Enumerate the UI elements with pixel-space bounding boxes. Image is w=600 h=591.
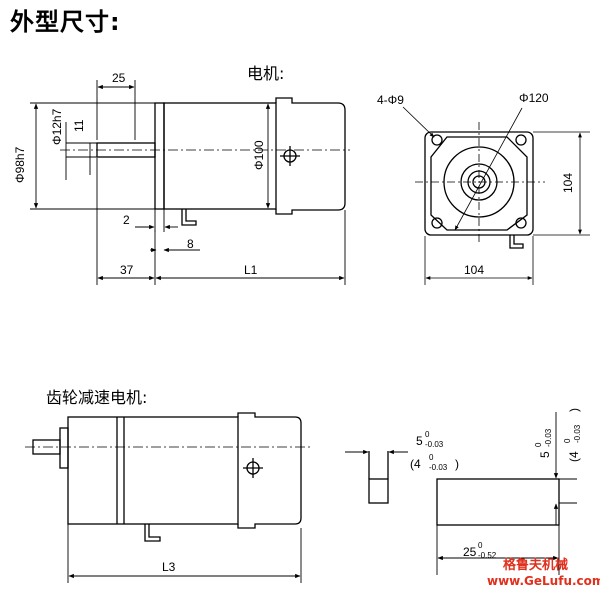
motor-rear-housing	[275, 97, 346, 215]
dim-2: 2	[123, 213, 130, 227]
dim-L1: L1	[244, 263, 258, 277]
key-plan-alt-dim: (4	[567, 451, 581, 462]
dim-flange-dia: Φ98h7	[13, 146, 27, 183]
svg-text:0: 0	[534, 442, 543, 447]
svg-text:-0.03: -0.03	[573, 424, 582, 443]
gearmotor-section-label: 齿轮减速电机:	[46, 388, 148, 407]
motor-body	[163, 102, 277, 210]
dim-8: 8	[187, 237, 194, 251]
gearmotor-side-view	[32, 412, 302, 542]
motor-side-view	[96, 97, 346, 226]
dim-holes: 4-Φ9	[377, 93, 404, 107]
key-side-dim: 5	[416, 434, 423, 448]
svg-text:-0.03: -0.03	[429, 463, 448, 472]
svg-text:): )	[455, 457, 459, 471]
mount-hole-br	[515, 217, 527, 229]
key-plan-length-dim: 25	[463, 545, 477, 559]
dim-37: 37	[120, 263, 134, 277]
gearmotor-body	[67, 416, 239, 525]
svg-text:0: 0	[425, 430, 430, 439]
svg-text:-0.03: -0.03	[425, 440, 444, 449]
watermark-cn: 格鲁夫机械	[503, 557, 568, 573]
svg-text:0: 0	[478, 541, 483, 550]
watermark-url: www.GeLufu.com	[487, 574, 600, 588]
svg-text:0: 0	[563, 438, 572, 443]
dim-11: 11	[72, 119, 86, 132]
key-side-alt-dim: (4	[410, 457, 421, 471]
motor-section-label: 电机:	[247, 64, 285, 83]
key-plan-dim: 5	[538, 451, 552, 458]
motor-flange	[154, 102, 165, 210]
gearmotor-rear-housing	[237, 412, 302, 529]
mount-hole-tl	[431, 134, 443, 146]
svg-text:-0.03: -0.03	[544, 428, 553, 447]
dim-pcd: Φ120	[519, 91, 549, 105]
page-title: 外型尺寸:	[10, 8, 121, 36]
dim-shaft-dia: Φ12h7	[50, 108, 64, 145]
dim-L3: L3	[162, 560, 176, 574]
key-side-view	[368, 451, 389, 504]
svg-text:0: 0	[429, 453, 434, 462]
mount-hole-bl	[431, 217, 443, 229]
dim-body-dia: Φ100	[252, 140, 266, 170]
dim-25: 25	[112, 71, 126, 85]
mount-hole-tr	[515, 134, 527, 146]
svg-text:): )	[567, 408, 581, 412]
dim-front-width: 104	[464, 263, 484, 277]
svg-text:-0.52: -0.52	[478, 551, 497, 560]
dim-front-height: 104	[561, 173, 575, 193]
key-plan-view	[436, 478, 560, 526]
